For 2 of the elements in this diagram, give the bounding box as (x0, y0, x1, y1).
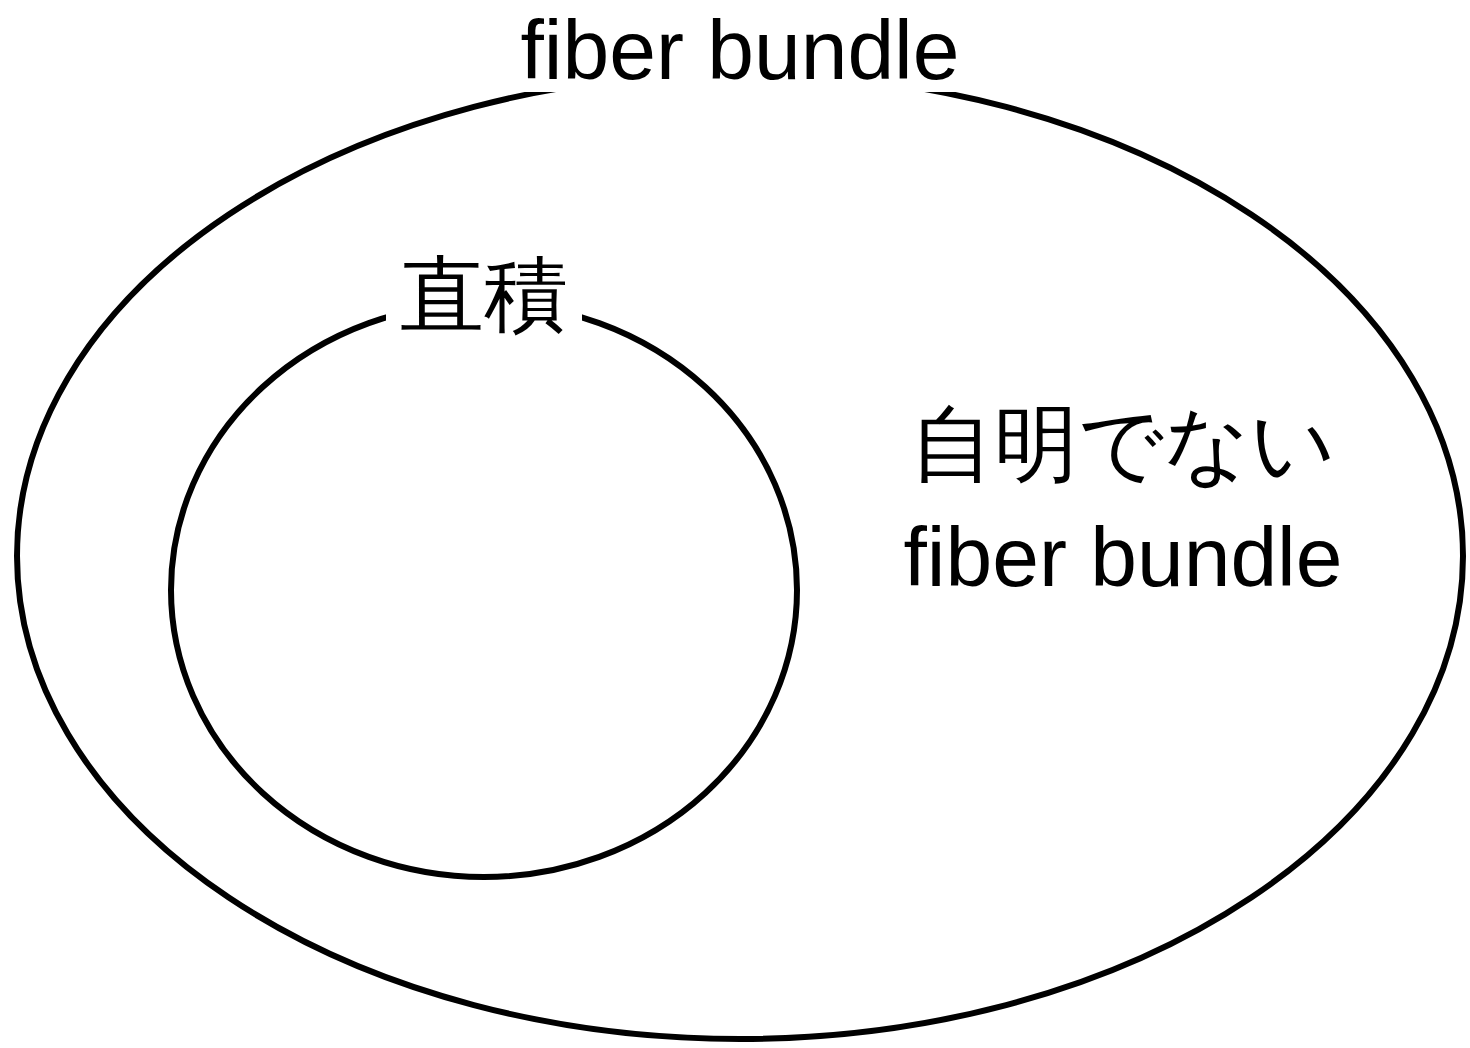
region-label: 自明でない fiber bundle (902, 396, 1344, 607)
set-label: 直積 (386, 253, 582, 337)
